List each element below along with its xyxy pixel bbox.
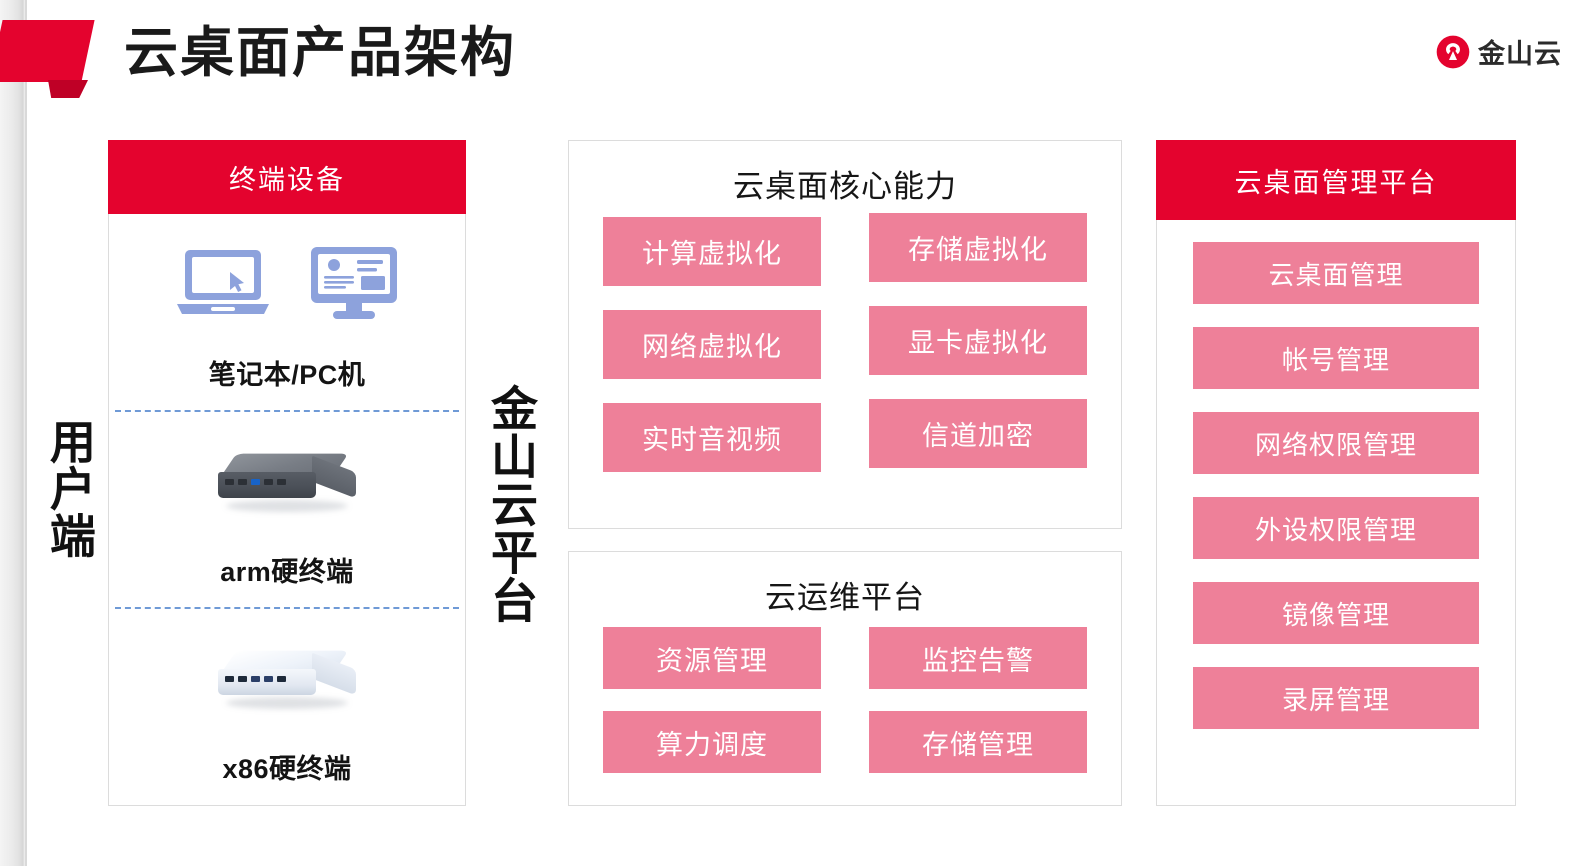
ops-chip[interactable]: 监控告警 (869, 627, 1087, 689)
slide-edge-strip (0, 0, 26, 866)
terminal-item-x86[interactable]: x86硬终端 (109, 608, 465, 804)
management-list-item[interactable]: 帐号管理 (1193, 327, 1479, 389)
management-feature-list: 云桌面管理 帐号管理 网络权限管理 外设权限管理 镜像管理 录屏管理 (1157, 220, 1515, 747)
kingsoft-cloud-logo-icon (1436, 35, 1470, 68)
slide-edge-line (25, 0, 27, 866)
desktop-monitor-icon (311, 247, 397, 319)
x86-mini-pc-photo (109, 622, 465, 732)
management-list-item[interactable]: 外设权限管理 (1193, 497, 1479, 559)
core-chip[interactable]: 实时音视频 (603, 403, 821, 472)
laptop-and-monitor-icons (109, 228, 465, 338)
ops-chip-grid: 资源管理 监控告警 算力调度 存储管理 (603, 627, 1087, 773)
ops-chip[interactable]: 算力调度 (603, 711, 821, 773)
core-chip-grid: 计算虚拟化 存储虚拟化 网络虚拟化 显卡虚拟化 实时音视频 信道加密 (603, 213, 1087, 472)
terminal-panel-header: 终端设备 (108, 140, 466, 214)
brand-logo: 金山云 (1436, 32, 1562, 71)
core-chip[interactable]: 网络虚拟化 (603, 310, 821, 379)
management-platform-panel: 云桌面管理平台 云桌面管理 帐号管理 网络权限管理 外设权限管理 镜像管理 录屏… (1156, 140, 1516, 806)
ops-platform-panel: 云运维平台 资源管理 监控告警 算力调度 存储管理 (568, 551, 1122, 806)
title-banner-shape (0, 20, 95, 82)
core-chip[interactable]: 存储虚拟化 (869, 213, 1087, 282)
management-list-item[interactable]: 镜像管理 (1193, 582, 1479, 644)
page-title: 云桌面产品架构 (124, 23, 516, 83)
ops-chip[interactable]: 存储管理 (869, 711, 1087, 773)
terminal-item-arm[interactable]: arm硬终端 (109, 411, 465, 607)
core-chip[interactable]: 计算虚拟化 (603, 217, 821, 286)
management-panel-header: 云桌面管理平台 (1156, 140, 1516, 220)
arm-mini-pc-shape (212, 438, 362, 522)
core-capabilities-panel: 云桌面核心能力 计算虚拟化 存储虚拟化 网络虚拟化 显卡虚拟化 实时音视频 信道… (568, 140, 1122, 529)
terminal-divider-1 (115, 410, 459, 412)
laptop-icon (177, 250, 269, 314)
x86-mini-pc-shape (212, 635, 362, 719)
core-chip[interactable]: 信道加密 (869, 399, 1087, 468)
terminal-item-label: 笔记本/PC机 (208, 360, 366, 390)
terminal-item-laptop-pc[interactable]: 笔记本/PC机 (109, 214, 465, 410)
terminal-devices-panel: 终端设备 (108, 140, 466, 806)
management-list-item[interactable]: 网络权限管理 (1193, 412, 1479, 474)
core-panel-title: 云桌面核心能力 (733, 169, 957, 204)
management-list-item[interactable]: 云桌面管理 (1193, 242, 1479, 304)
side-label-cloud-platform: 金山云平台 (483, 384, 537, 624)
terminal-divider-2 (115, 607, 459, 609)
title-banner-fold (48, 80, 88, 98)
terminal-item-label: x86硬终端 (222, 754, 352, 784)
ops-chip[interactable]: 资源管理 (603, 627, 821, 689)
brand-name: 金山云 (1478, 39, 1562, 69)
arm-mini-pc-photo (109, 425, 465, 535)
terminal-item-label: arm硬终端 (220, 557, 354, 587)
core-chip[interactable]: 显卡虚拟化 (869, 306, 1087, 375)
ops-panel-title: 云运维平台 (765, 580, 925, 615)
management-list-item[interactable]: 录屏管理 (1193, 667, 1479, 729)
terminal-panel-body: 笔记本/PC机 arm硬终端 (109, 214, 465, 804)
side-label-client: 用户端 (43, 418, 96, 559)
